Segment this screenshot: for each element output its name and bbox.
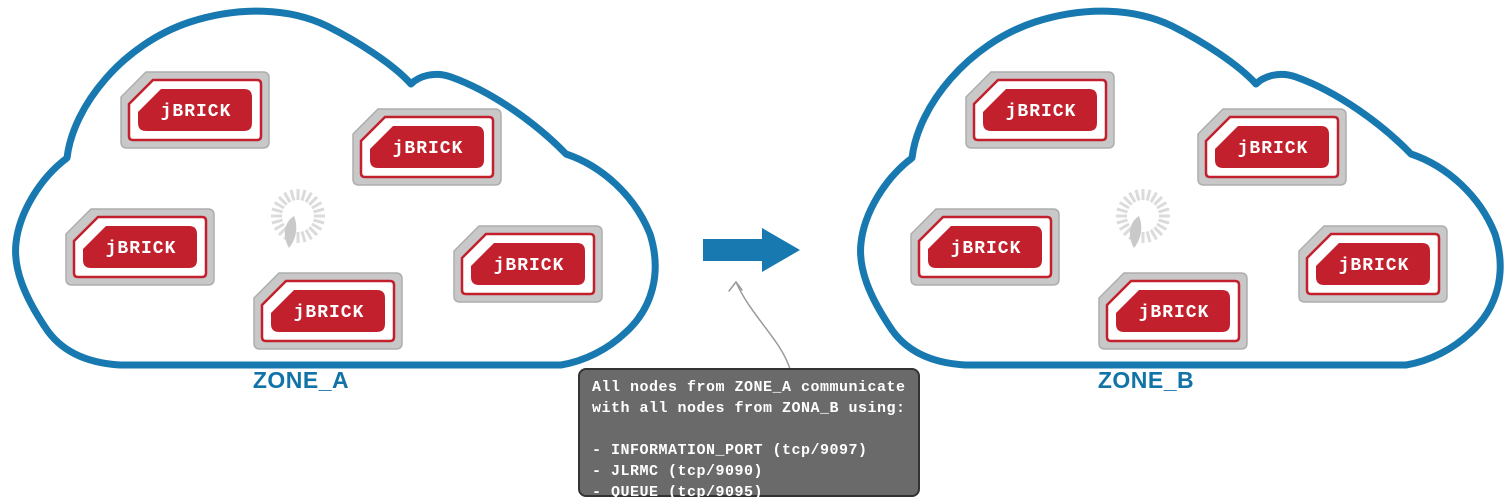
- jbrick-node: jBRICK: [352, 108, 502, 186]
- annotation-line: All nodes from ZONE_A communicate: [592, 379, 906, 396]
- jbrick-node: jBRICK: [1197, 108, 1347, 186]
- zone-b-label: ZONE_B: [1097, 367, 1195, 393]
- jbrick-label: jBRICK: [951, 239, 1022, 259]
- jbrick-node: jBRICK: [120, 71, 270, 149]
- spinner-leaf-icon: [1129, 216, 1142, 248]
- annotation-line: with all nodes from ZONA_B using:: [592, 400, 906, 417]
- jbrick-node: jBRICK: [65, 208, 215, 286]
- jbrick-label: jBRICK: [494, 256, 565, 276]
- jbrick-label: jBRICK: [1238, 139, 1309, 159]
- jbrick-label: jBRICK: [1139, 303, 1210, 323]
- jbrick-node: jBRICK: [453, 225, 603, 303]
- zone-a-label: ZONE_A: [252, 367, 350, 393]
- jbrick-node: jBRICK: [1098, 272, 1248, 350]
- annotation-line: - QUEUE (tcp/9095): [592, 484, 764, 501]
- jbrick-label: jBRICK: [106, 239, 177, 259]
- jbrick-node: jBRICK: [253, 272, 403, 350]
- flow-arrow-icon: [703, 228, 800, 272]
- annotation-box: All nodes from ZONE_A communicate with a…: [578, 368, 920, 501]
- spinner-icon: [271, 189, 325, 248]
- annotation-line: - INFORMATION_PORT (tcp/9097): [592, 442, 868, 459]
- jbrick-node: jBRICK: [1298, 225, 1448, 303]
- spinner-leaf-icon: [284, 216, 297, 248]
- annotation-pointer-arrow: [728, 281, 791, 370]
- jbrick-label: jBRICK: [294, 303, 365, 323]
- jbrick-label: jBRICK: [161, 102, 232, 122]
- zone-a: jBRICK jBRICK jBRICK jBRICK jBRICK ZON: [5, 6, 665, 406]
- jbrick-label: jBRICK: [393, 139, 464, 159]
- jbrick-node: jBRICK: [965, 71, 1115, 149]
- zone-b: jBRICK jBRICK jBRICK jBRICK jBRICK ZON: [850, 6, 1510, 406]
- annotation-line: - JLRMC (tcp/9090): [592, 463, 764, 480]
- spinner-icon: [1116, 189, 1170, 248]
- annotation-line: [592, 419, 906, 440]
- jbrick-label: jBRICK: [1339, 256, 1410, 276]
- jbrick-node: jBRICK: [910, 208, 1060, 286]
- jbrick-label: jBRICK: [1006, 102, 1077, 122]
